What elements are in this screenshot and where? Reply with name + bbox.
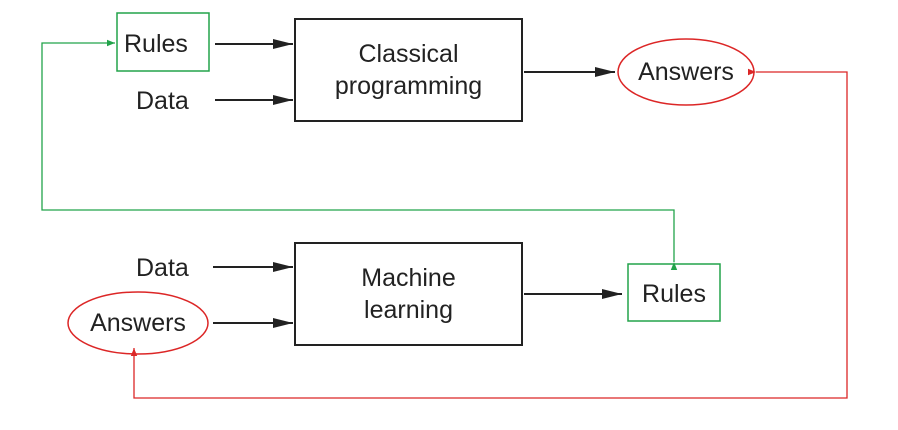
rules-output-label: Rules: [642, 280, 706, 308]
ml-answers-input-label: Answers: [90, 309, 186, 337]
ml-box-line1: Machine: [361, 264, 456, 292]
ml-box-line2: learning: [364, 296, 453, 324]
rules-input-label: Rules: [124, 30, 188, 58]
data-input-label: Data: [136, 87, 189, 115]
classical-box-title: Classical programming: [295, 38, 522, 102]
classical-box-line2: programming: [334, 72, 483, 100]
answers-link-connector: [130, 68, 848, 399]
answers-output-label: Answers: [638, 58, 734, 86]
classical-box-line1: Classical: [358, 40, 459, 68]
ml-box-title: Machine learning: [295, 262, 522, 326]
ml-data-input-label: Data: [136, 254, 189, 282]
